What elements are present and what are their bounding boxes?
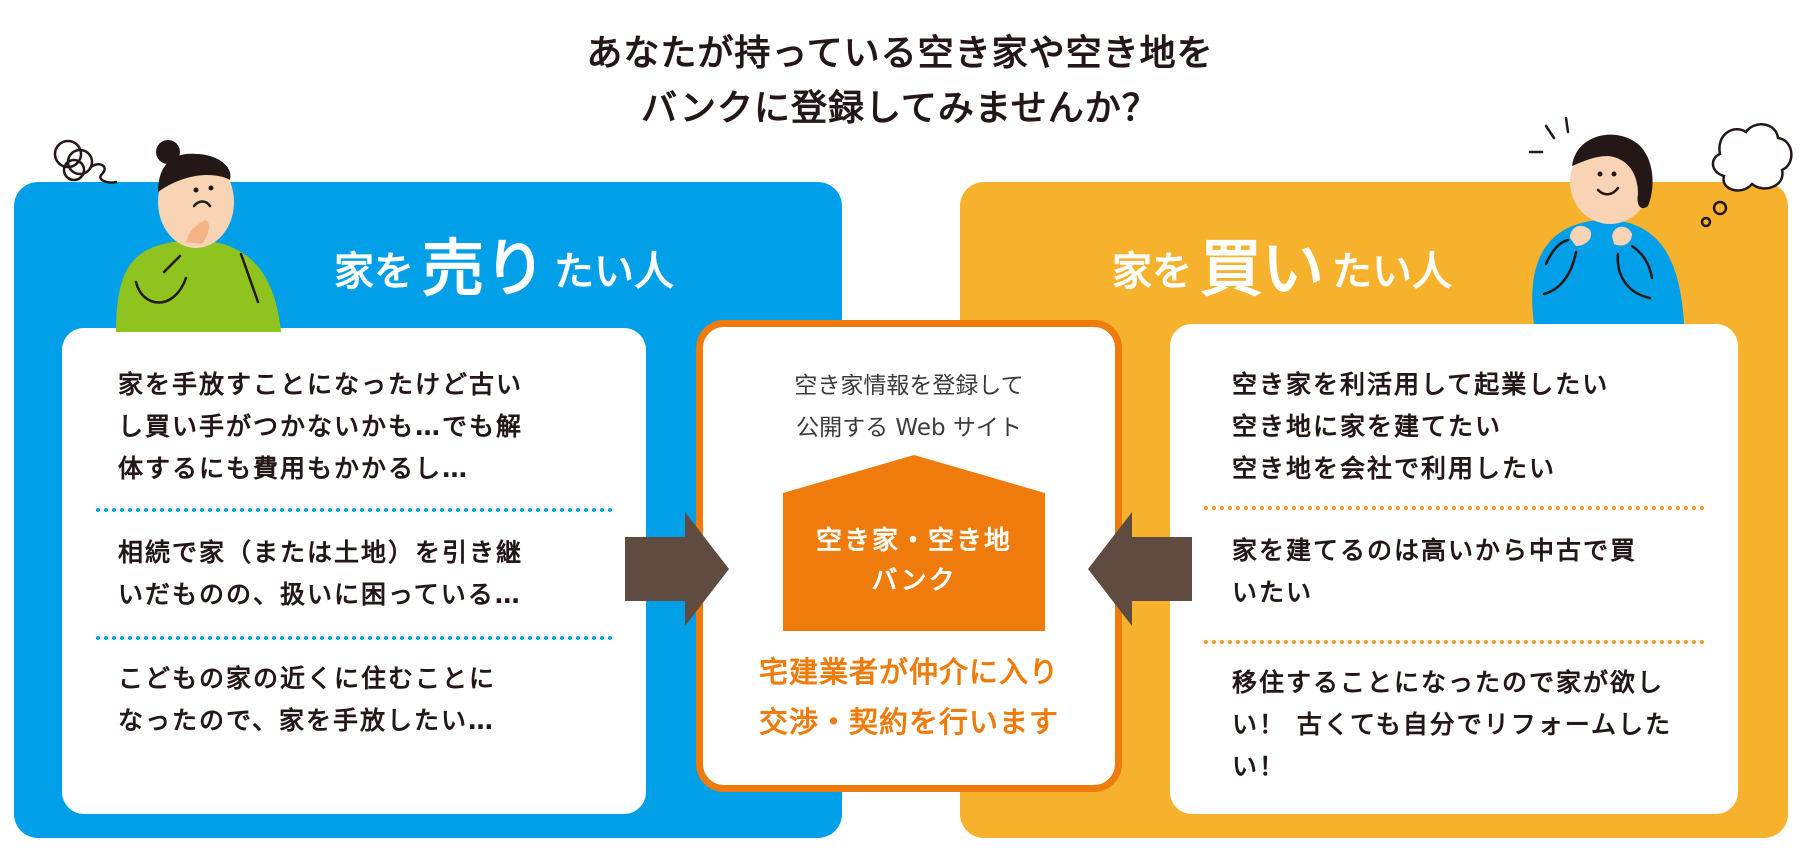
seller-concern-item: 家を手放すことになったけど古い し買い手がつかないかも…でも解 体するにも費用も… xyxy=(118,370,524,483)
seller-panel-title: 家を 売り たい人 xyxy=(334,236,674,302)
headline-line-2: バンクに登録してみませんか？ xyxy=(641,88,1159,129)
seller-concern-item: 相続で家（または土地）を引き継 いだものの、扱いに困っている… xyxy=(118,538,524,609)
buyer-divider xyxy=(1202,640,1706,644)
buyer-needs-card: 空き家を利活用して起業したい 空き地に家を建てたい 空き地を会社で利用したい 家… xyxy=(1170,324,1738,814)
arrow-right-icon xyxy=(625,512,729,630)
buyer-need-item: 家を建てるのは高いから中古で買 いたい xyxy=(1232,536,1638,607)
seller-divider xyxy=(94,636,614,640)
bank-name-label: 空き家・空き地 バンク xyxy=(815,526,1012,596)
page-headline: あなたが持っている空き家や空き地を バンクに登録してみませんか？ xyxy=(0,26,1800,136)
seller-title-emphasis: 売り xyxy=(422,232,547,305)
seller-concerns-card: 家を手放すことになったけど古い し買い手がつかないかも…でも解 体するにも費用も… xyxy=(62,328,646,814)
seller-divider xyxy=(94,508,614,512)
buyer-need-item: 空き家を利活用して起業したい 空き地に家を建てたい 空き地を会社で利用したい xyxy=(1232,370,1610,483)
happy-person-icon xyxy=(1520,114,1800,328)
arrow-left-icon xyxy=(1088,512,1192,630)
seller-concern-item: こどもの家の近くに住むことに なったので、家を手放したい… xyxy=(118,664,497,735)
house-icon: 空き家・空き地 バンク xyxy=(783,455,1045,631)
thinking-person-icon xyxy=(46,132,296,336)
buyer-panel-title: 家を 買い たい人 xyxy=(1112,236,1452,302)
buyer-need-item: 移住することになったので家が欲し い！ 古くても自分でリフォームしたい！ xyxy=(1232,668,1672,781)
buyer-title-suffix: たい人 xyxy=(1332,249,1453,295)
headline-line-1: あなたが持っている空き家や空き地を xyxy=(586,33,1214,74)
seller-title-prefix: 家を xyxy=(334,249,414,295)
buyer-title-emphasis: 買い xyxy=(1200,232,1325,305)
akiya-bank-box: 空き家情報を登録して 公開する Web サイト 空き家・空き地 バンク 宅建業者… xyxy=(696,320,1122,792)
buyer-divider xyxy=(1202,506,1706,510)
seller-title-suffix: たい人 xyxy=(554,249,675,295)
bank-process-note: 宅建業者が仲介に入り 交渉・契約を行います xyxy=(758,655,1059,739)
bank-subtitle: 空き家情報を登録して 公開する Web サイト xyxy=(794,373,1024,441)
buyer-title-prefix: 家を xyxy=(1112,249,1192,295)
